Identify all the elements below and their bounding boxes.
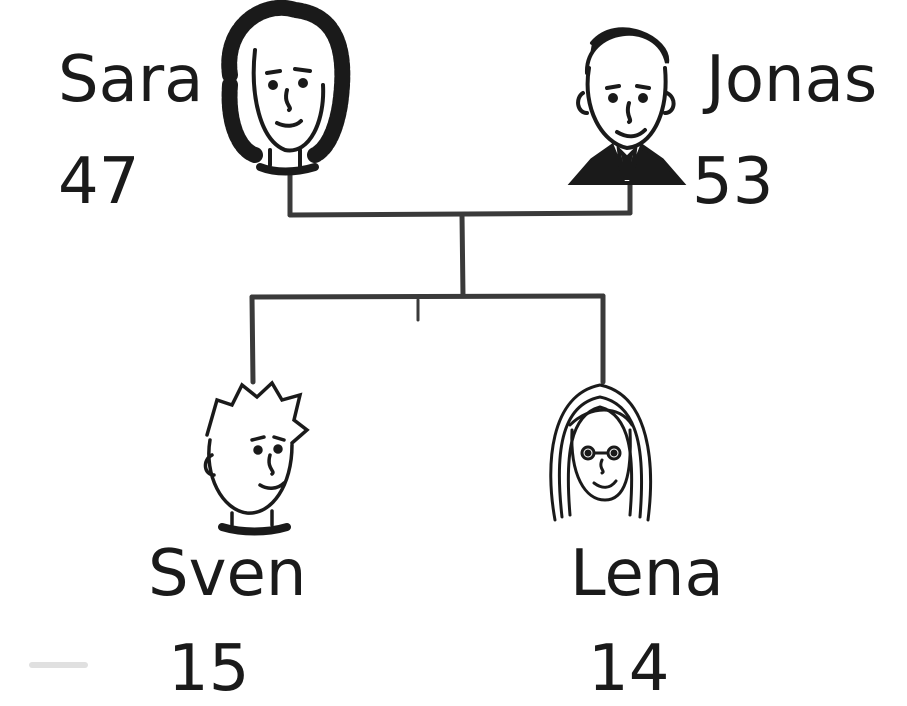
sara-age: 47 [58,145,140,219]
sven-portrait [203,380,310,536]
jonas-portrait [567,27,687,185]
sven-age: 15 [168,632,250,706]
trunk-line [459,212,466,299]
sven-drop-line [249,294,256,385]
children-bar [249,293,606,300]
jonas-name: Jonas [706,43,878,117]
sara-portrait [221,0,351,176]
lena-age: 14 [588,632,670,706]
jonas-age: 53 [692,145,774,219]
sven-name: Sven [148,537,307,611]
lena-name: Lena [570,537,724,611]
sara-name: Sara [58,43,204,117]
lena-portrait [549,383,653,522]
